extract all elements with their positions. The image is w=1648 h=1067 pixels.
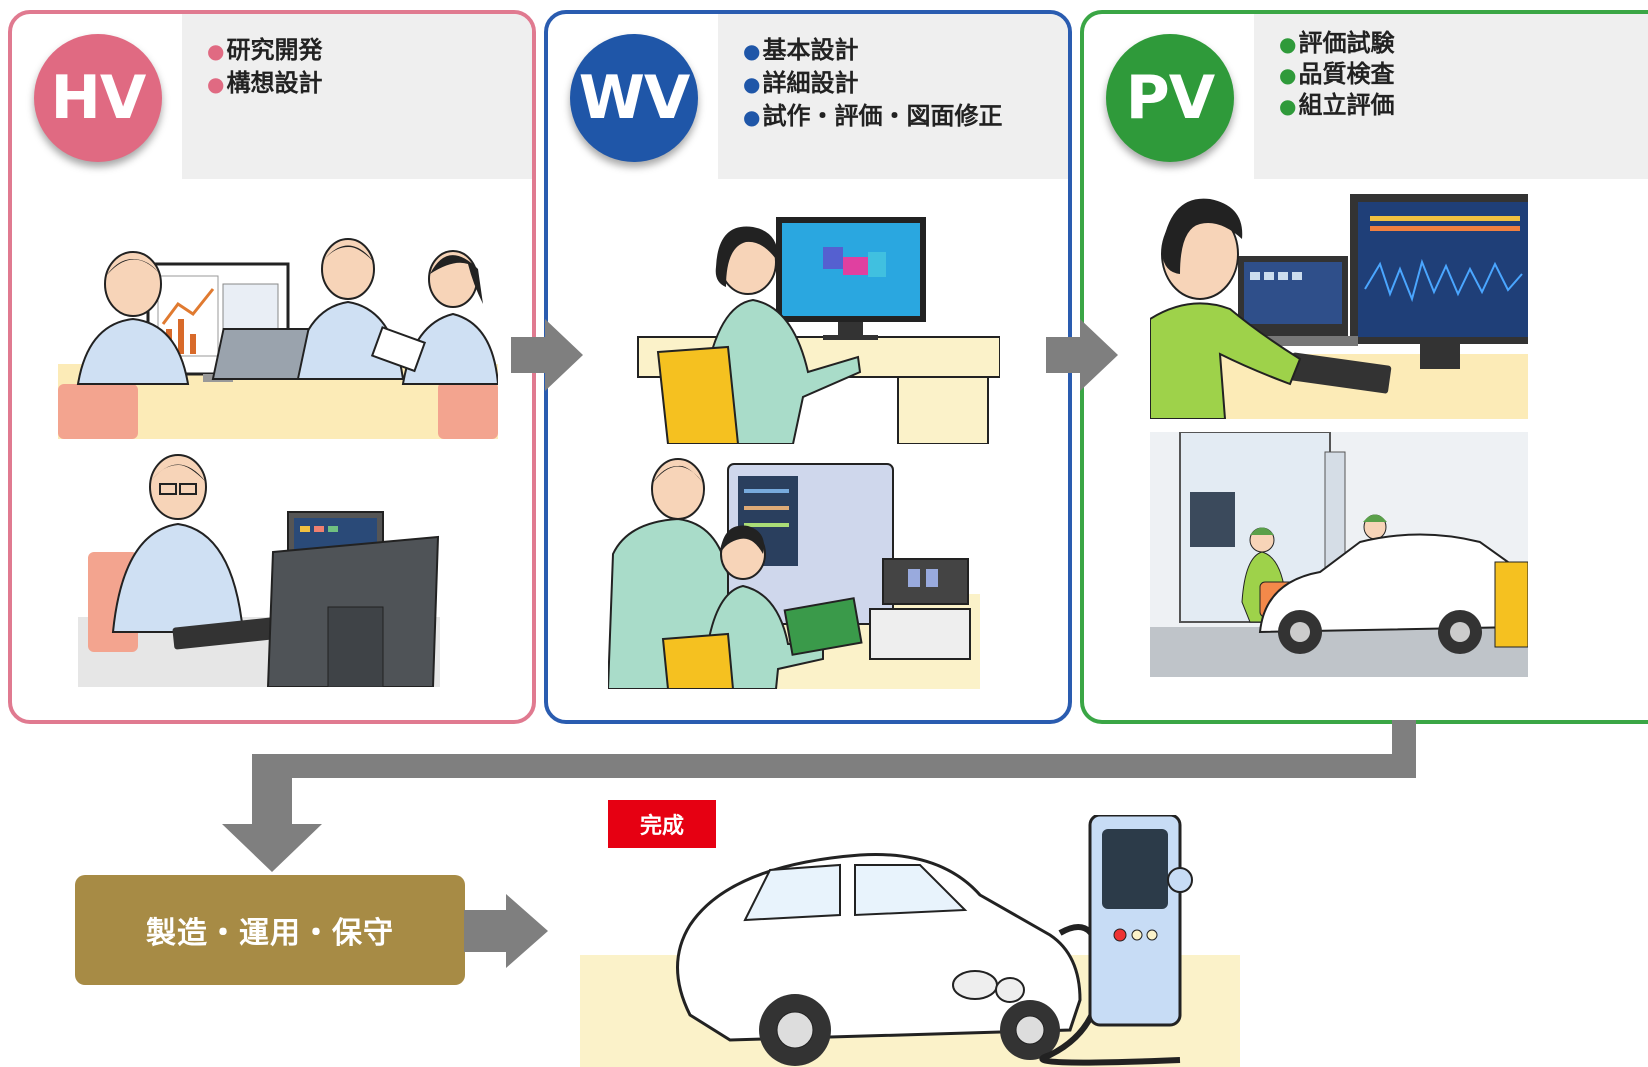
bullet-icon: ●	[743, 105, 761, 129]
ev-charging-illustration	[580, 815, 1240, 1067]
arrow-right-icon	[464, 894, 548, 968]
phase-hv-task-list: ●研究開発 ●構想設計	[207, 34, 322, 100]
task-item: ●基本設計	[743, 36, 859, 64]
task-item: ●詳細設計	[743, 69, 859, 97]
phase-pv-header	[1254, 14, 1648, 179]
completion-label: 完成	[639, 814, 684, 839]
manufacturing-label: 製造・運用・保守	[146, 916, 394, 951]
task-item: ●評価試験	[1279, 29, 1395, 57]
phase-pv-task-list: ●評価試験 ●品質検査 ●組立評価	[1279, 28, 1394, 121]
phase-hv-header	[182, 14, 532, 179]
phase-wv-task-list: ●基本設計 ●詳細設計 ●試作・評価・図面修正	[743, 34, 1002, 133]
desk-worker-illustration	[78, 454, 440, 687]
bullet-icon: ●	[1279, 63, 1297, 87]
bullet-icon: ●	[743, 39, 761, 63]
cad-designer-illustration	[637, 217, 1000, 444]
task-item: ●組立評価	[1279, 91, 1395, 119]
task-item: ●研究開発	[207, 36, 323, 64]
arrow-right-icon	[511, 319, 583, 391]
phase-pv-badge: PV	[1106, 34, 1234, 162]
phase-hv-badge: HV	[34, 34, 162, 162]
phase-wv-header	[718, 14, 1068, 179]
phase-wv-badge: WV	[570, 34, 698, 162]
meeting-illustration	[58, 238, 498, 439]
task-item: ●構想設計	[207, 69, 323, 97]
lab-test-illustration	[608, 458, 980, 689]
completion-badge: 完成	[608, 800, 716, 848]
return-flow-arrow	[222, 720, 1416, 872]
arrow-right-icon	[1046, 319, 1118, 391]
bullet-icon: ●	[207, 39, 225, 63]
phase-pv-panel: PV ●評価試験 ●品質検査 ●組立評価	[1080, 10, 1648, 724]
task-item: ●品質検査	[1279, 60, 1395, 88]
bullet-icon: ●	[743, 72, 761, 96]
bullet-icon: ●	[1279, 32, 1297, 56]
phase-wv-panel: WV ●基本設計 ●詳細設計 ●試作・評価・図面修正	[544, 10, 1072, 724]
data-analyst-illustration	[1150, 194, 1528, 419]
bullet-icon: ●	[1279, 94, 1297, 118]
bullet-icon: ●	[207, 72, 225, 96]
task-item: ●試作・評価・図面修正	[743, 102, 1003, 130]
phase-hv-panel: HV ●研究開発 ●構想設計	[8, 10, 536, 724]
car-inspection-illustration	[1150, 432, 1528, 677]
manufacturing-box: 製造・運用・保守	[75, 875, 465, 985]
